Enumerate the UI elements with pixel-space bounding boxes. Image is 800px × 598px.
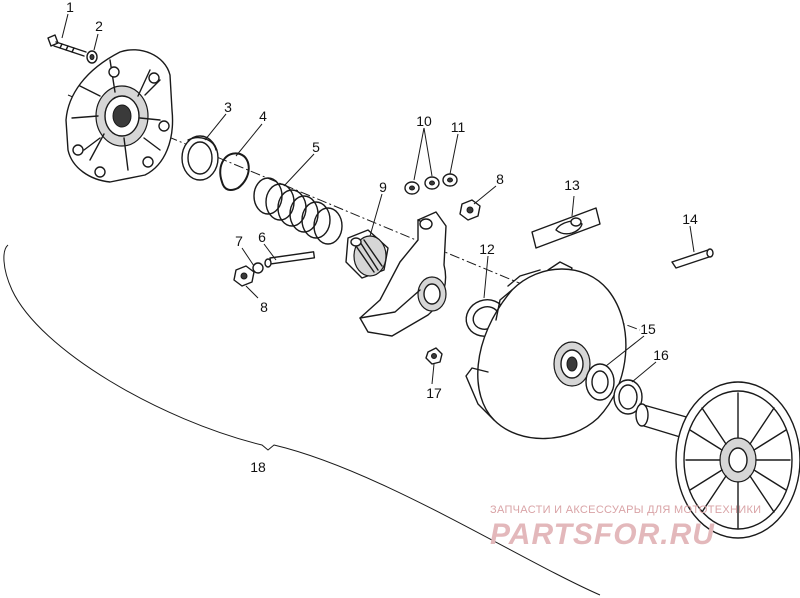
callout-12: 12 (479, 241, 495, 257)
nut-part-8-left (233, 265, 255, 287)
bolt-part-1 (47, 34, 87, 57)
nut-part-8-right (459, 199, 481, 221)
bushing-part-7 (252, 262, 264, 274)
callout-11: 11 (451, 119, 466, 135)
washer-part-11 (442, 173, 458, 187)
callout-4: 4 (259, 108, 267, 124)
spider-arm (359, 211, 447, 337)
assembly-bracket (3, 244, 601, 596)
fixed-sheave (635, 381, 800, 539)
bushing-part-3 (181, 135, 219, 181)
callout-18: 18 (250, 459, 266, 475)
callout-9: 9 (379, 179, 387, 195)
callout-15: 15 (640, 321, 656, 337)
callout-8-right: 8 (496, 171, 504, 187)
nut-part-17 (425, 347, 443, 365)
callout-8-left: 8 (260, 299, 268, 315)
callout-13: 13 (564, 177, 580, 193)
callout-2: 2 (95, 18, 103, 34)
bushing-part-15 (585, 363, 615, 401)
decal-part-13 (531, 207, 601, 249)
callout-3: 3 (224, 99, 232, 115)
callout-10: 10 (416, 113, 432, 129)
washer-part-10 (404, 176, 440, 195)
roller-part-9 (345, 229, 389, 279)
callout-5: 5 (312, 139, 320, 155)
watermark-tagline: ЗАПЧАСТИ И АКСЕССУАРЫ ДЛЯ МОТОТЕХНИКИ (490, 504, 761, 516)
pin-part-14 (671, 248, 714, 269)
callout-7: 7 (235, 233, 243, 249)
leader-lines (61, 13, 695, 385)
callout-labels: 1 2 3 4 5 6 7 8 8 9 10 11 12 13 14 15 16… (66, 0, 698, 475)
callout-17: 17 (426, 385, 442, 401)
spring-part-5 (253, 177, 343, 245)
snap-ring-part-4 (219, 152, 250, 191)
washer-part-2 (86, 50, 98, 64)
ring-part-16 (613, 379, 643, 415)
watermark: ЗАПЧАСТИ И АКСЕССУАРЫ ДЛЯ МОТОТЕХНИКИ PA… (490, 504, 761, 551)
watermark-logo: PARTSFOR.RU (490, 518, 715, 551)
callout-16: 16 (653, 347, 669, 363)
callout-14: 14 (682, 211, 698, 227)
pin-part-6 (264, 251, 316, 268)
cover-plate (65, 49, 174, 183)
callout-1: 1 (66, 0, 74, 15)
callout-6: 6 (258, 229, 266, 245)
center-axis-line (67, 94, 561, 301)
movable-sheave (465, 261, 627, 440)
